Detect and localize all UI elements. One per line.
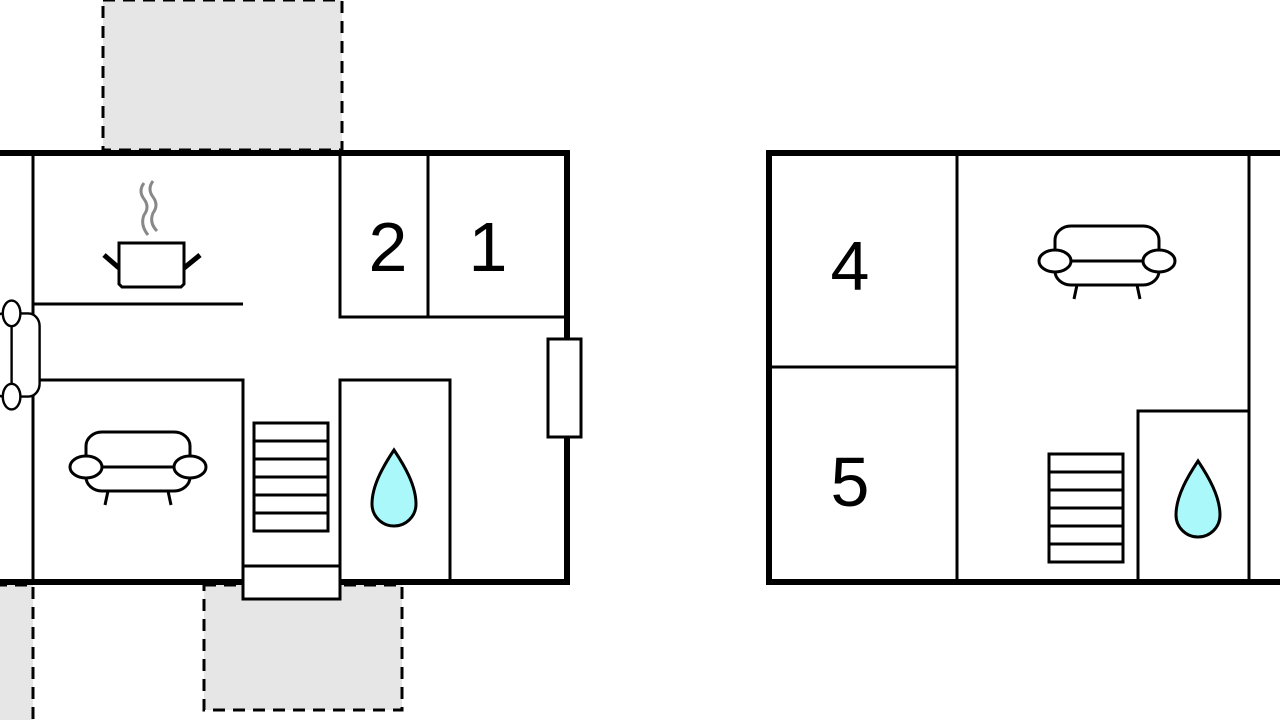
bathroom-walls bbox=[338, 378, 452, 582]
terrace-top bbox=[101, 0, 344, 152]
bedroom-walls bbox=[338, 153, 565, 319]
room-label-4: 4 bbox=[831, 227, 870, 305]
room-label-2: 2 bbox=[369, 208, 408, 286]
upper-floor: 4 5 bbox=[766, 150, 1280, 585]
living-room-walls bbox=[33, 378, 245, 582]
room-label-1: 1 bbox=[469, 208, 508, 286]
stairs-icon bbox=[1047, 452, 1125, 564]
window bbox=[546, 337, 583, 439]
ground-floor: 2 1 bbox=[0, 150, 583, 601]
entrance-step bbox=[241, 564, 342, 601]
cooking-pot-icon bbox=[102, 180, 202, 289]
stairs-icon bbox=[252, 421, 330, 533]
terrace-bottom-left bbox=[0, 583, 35, 720]
bathroom-walls bbox=[1136, 409, 1249, 582]
terrace-bottom bbox=[202, 583, 404, 712]
room-label-5: 5 bbox=[831, 443, 870, 521]
